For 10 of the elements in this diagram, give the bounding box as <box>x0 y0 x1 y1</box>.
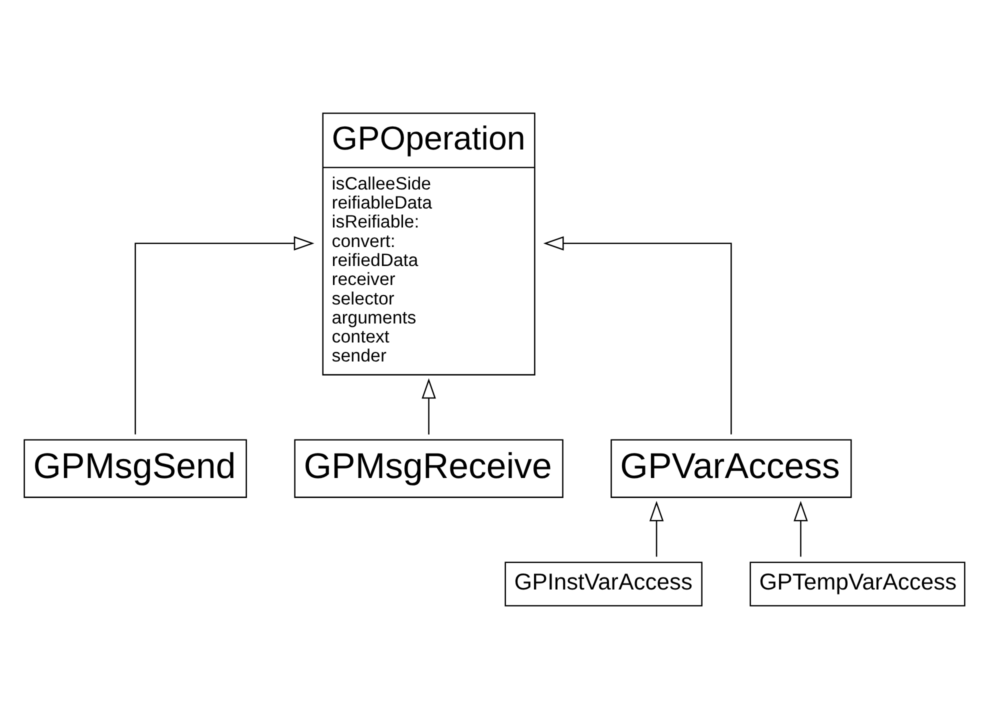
arrow <box>134 236 314 434</box>
arrow <box>648 500 664 557</box>
arrow <box>542 236 732 434</box>
node-box: GPMsgSend <box>23 439 246 498</box>
arrow <box>421 378 436 434</box>
node-box: GPMsgReceive <box>294 439 563 498</box>
node-box: GPInstVarAccess <box>504 562 702 606</box>
node-box: GPTempVarAccess <box>749 562 965 606</box>
node-box: GPVarAccess <box>610 439 852 498</box>
arrow <box>793 500 808 557</box>
